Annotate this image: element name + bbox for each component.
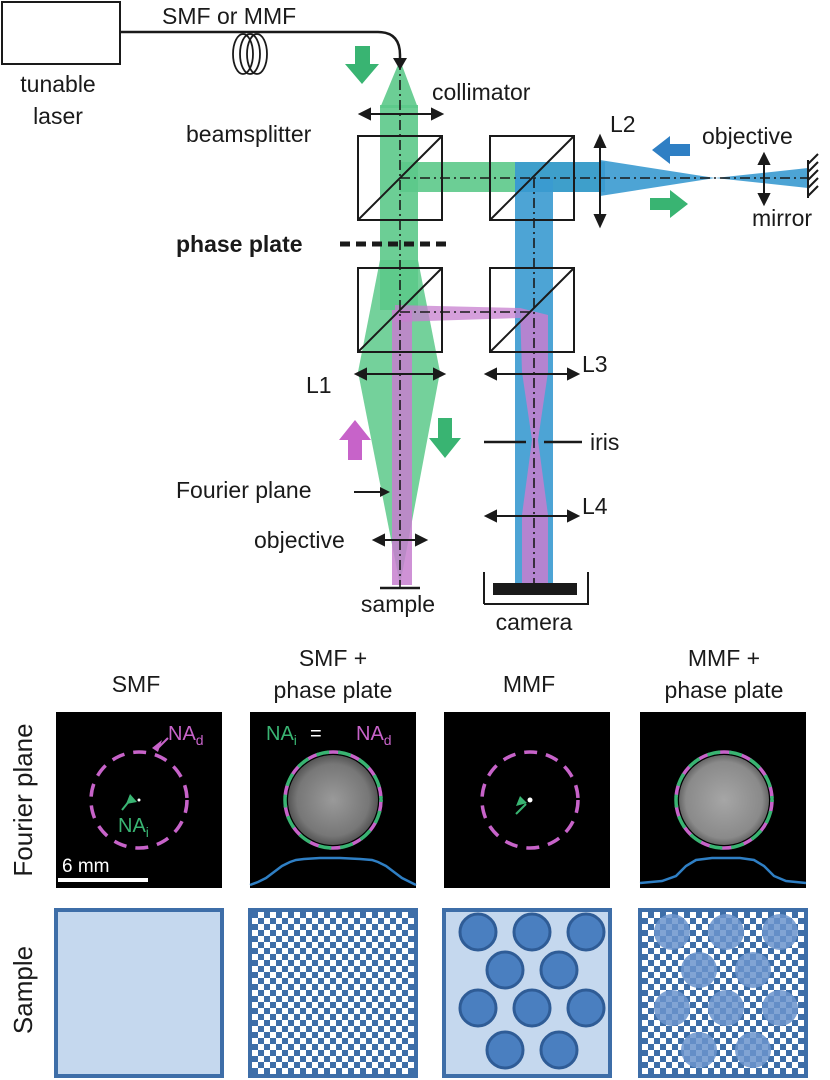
- sample-panel-mmf-phase: [638, 908, 808, 1078]
- row-label-fourier: Fourier plane: [8, 723, 38, 876]
- iris-label: iris: [590, 429, 619, 455]
- tunable-laser-box: [1, 1, 121, 65]
- sample-panel-smf: [54, 908, 224, 1078]
- na-d-eq-label: NAd: [356, 723, 392, 748]
- na-i-circle: [674, 750, 774, 850]
- sample-panel-mmf: [442, 908, 612, 1078]
- fiber-line: [120, 30, 402, 62]
- speckle-disk: [679, 755, 769, 845]
- blue-beam-horizontal: [515, 162, 605, 192]
- speckle-disk: [288, 755, 378, 845]
- fourier-plane-label: Fourier plane: [176, 477, 312, 503]
- fourier-plane-arrowhead-icon: [380, 487, 390, 497]
- L2-label: L2: [610, 111, 636, 137]
- objective-left-lens: [371, 533, 429, 547]
- na-i-spot: [527, 797, 533, 803]
- col-title-3: MMF: [503, 671, 555, 697]
- L3-lens: [483, 367, 581, 381]
- collimator-lens: [357, 107, 445, 121]
- L2-lens: [593, 133, 607, 229]
- objective-right-label: objective: [702, 123, 793, 149]
- col-title-1: SMF: [112, 671, 161, 697]
- beamsplitter-top-right: [489, 135, 575, 221]
- na-i-arrow-icon: [516, 796, 527, 806]
- green-arrow-down-icon: [345, 46, 379, 84]
- fourier-panel-smf-phase: NAi = NAd: [249, 712, 417, 888]
- intensity-profile: [639, 856, 807, 885]
- camera-icon: [483, 572, 589, 605]
- green-arrow-down-icon-lower: [429, 418, 461, 458]
- beamsplitter-top-left: [357, 135, 443, 221]
- phase-plate-label: phase plate: [176, 231, 303, 257]
- green-beam-input-cone: [380, 60, 418, 108]
- fiber-label: SMF or MMF: [162, 3, 296, 29]
- sample-label: sample: [361, 591, 435, 617]
- na-d-circle: [480, 750, 580, 850]
- beamsplitter-bottom-left: [357, 267, 443, 353]
- fourier-panel-mmf-phase: [639, 712, 807, 888]
- objective-right-lens: [757, 151, 771, 207]
- na-i-label: NAi: [118, 815, 149, 840]
- optical-axes: [399, 60, 808, 588]
- beamsplitter-bottom-right: [489, 267, 575, 353]
- sample-panel-smf-phase: [248, 908, 418, 1078]
- na-d-arrow-icon: [152, 740, 162, 752]
- blue-arrow-left-icon: [652, 136, 690, 164]
- L4-lens: [483, 509, 581, 523]
- tunable-laser-label-1: tunable: [20, 71, 95, 97]
- tunable-laser-label-2: laser: [33, 103, 83, 129]
- na-d-circle: [89, 750, 189, 850]
- fourier-panel-mmf: [444, 712, 610, 888]
- fourier-panel-smf: NAd NAi 6 mm: [56, 712, 222, 888]
- col-title-4a: MMF +: [688, 645, 760, 671]
- purple-arrow-up-icon: [339, 420, 371, 460]
- na-i-spot: [137, 798, 141, 802]
- na-i-eq-label: NAi: [266, 723, 297, 748]
- row-label-sample: Sample: [8, 946, 38, 1034]
- L1-lens: [353, 367, 447, 381]
- camera-label: camera: [496, 609, 573, 635]
- na-i-circle: [283, 750, 383, 850]
- col-title-2b: phase plate: [274, 677, 393, 703]
- intensity-profile: [249, 856, 417, 887]
- equals-label: =: [310, 723, 322, 745]
- purple-beam-cross: [395, 305, 520, 322]
- mirror-icon: [807, 153, 819, 198]
- col-title-2a: SMF +: [299, 645, 367, 671]
- fiber-arrowhead-icon: [393, 58, 407, 70]
- purple-beam-left: [392, 310, 412, 585]
- col-title-4b: phase plate: [665, 677, 784, 703]
- L3-label: L3: [582, 351, 608, 377]
- beamsplitter-label: beamsplitter: [186, 121, 312, 147]
- green-arrow-right-icon: [650, 190, 688, 218]
- L4-label: L4: [582, 493, 608, 519]
- blue-beam-objective-cone: [600, 160, 715, 196]
- fiber-coil-icon: [232, 33, 268, 75]
- L1-label: L1: [306, 372, 332, 398]
- scale-bar-label: 6 mm: [62, 856, 110, 877]
- mirror-label: mirror: [752, 205, 812, 231]
- na-d-label: NAd: [168, 723, 204, 748]
- collimator-label: collimator: [432, 79, 531, 105]
- objective-left-label: objective: [254, 527, 345, 553]
